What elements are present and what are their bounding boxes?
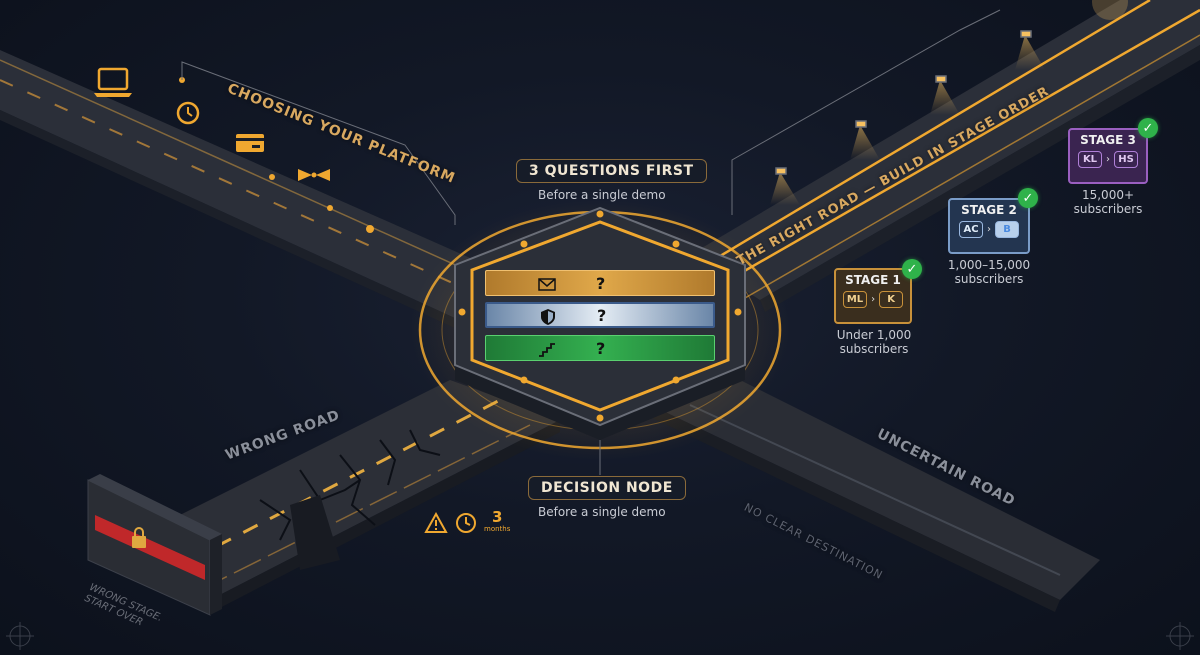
question-mark: ? (596, 273, 606, 293)
stage-2-card[interactable]: STAGE 2 AC › B (948, 198, 1030, 254)
questions-first-subtitle: Before a single demo (538, 188, 666, 202)
laptop-icon (92, 66, 134, 104)
decision-node-subtitle: Before a single demo (538, 505, 666, 519)
chevron-right-icon: › (871, 294, 876, 305)
stage-2-subtitle-line2: subscribers (954, 272, 1024, 286)
question-mark: ? (596, 338, 606, 358)
clock-icon (456, 513, 476, 533)
wrong-road-cost: 3 months (424, 508, 511, 535)
question-bar-3[interactable]: ? (485, 335, 715, 361)
questions-first-heading: 3 QUESTIONS FIRST (516, 159, 707, 183)
chevron-right-icon: › (1106, 154, 1110, 165)
stage-3-check-icon: ✓ (1138, 118, 1158, 138)
stage-2-title: STAGE 2 (961, 203, 1017, 217)
barrier (87, 474, 222, 616)
stage-1-from-chip: ML (842, 291, 868, 308)
stairs-icon (539, 343, 555, 357)
stage-1-subtitle-line1: Under 1,000 (836, 328, 912, 342)
wrong-road-shape (170, 380, 560, 612)
stage-2-to-chip: B (995, 221, 1019, 238)
stage-2-subtitle: 1,000–15,000 subscribers (936, 258, 1042, 286)
uncertain-road-shape (640, 360, 1100, 612)
stage-3-card[interactable]: STAGE 3 KL › HS (1068, 128, 1148, 184)
stage-1-to-chip: K (879, 291, 904, 308)
question-bar-2[interactable]: ? (485, 302, 715, 328)
warning-icon (424, 512, 448, 533)
stage-3-subtitle-line1: 15,000+ (1081, 188, 1135, 202)
decision-node-heading: DECISION NODE (528, 476, 686, 500)
compass-marks (6, 622, 1194, 650)
stage-3-to-chip: HS (1114, 151, 1138, 168)
stage-2-check-icon: ✓ (1018, 188, 1038, 208)
right-road (690, 0, 1200, 312)
stage-1-card[interactable]: STAGE 1 ML › K (834, 268, 912, 324)
time-lost: 3 months (484, 508, 511, 535)
time-lost-unit: months (484, 525, 511, 533)
platform-road (0, 50, 520, 335)
bowtie-connector-icon (296, 166, 332, 188)
stage-1-subtitle-line2: subscribers (839, 342, 909, 356)
stage-1-title: STAGE 1 (845, 273, 901, 287)
chevron-right-icon: › (987, 224, 991, 235)
clock-icon (175, 100, 201, 130)
question-mark: ? (597, 305, 607, 325)
stage-3-from-chip: KL (1078, 151, 1102, 168)
stage-1-check-icon: ✓ (902, 259, 922, 279)
stage-2-from-chip: AC (959, 221, 983, 238)
stage-3-subtitle: 15,000+ subscribers (1060, 188, 1156, 216)
question-bar-1[interactable]: ? (485, 270, 715, 296)
shield-icon (541, 309, 555, 325)
credit-card-icon (235, 132, 265, 158)
stage-3-subtitle-line2: subscribers (1073, 202, 1143, 216)
stage-2-subtitle-line1: 1,000–15,000 (947, 258, 1031, 272)
stage-3-title: STAGE 3 (1080, 133, 1136, 147)
stage-1-subtitle: Under 1,000 subscribers (826, 328, 922, 356)
time-lost-value: 3 (491, 508, 503, 526)
envelope-icon (538, 278, 556, 291)
